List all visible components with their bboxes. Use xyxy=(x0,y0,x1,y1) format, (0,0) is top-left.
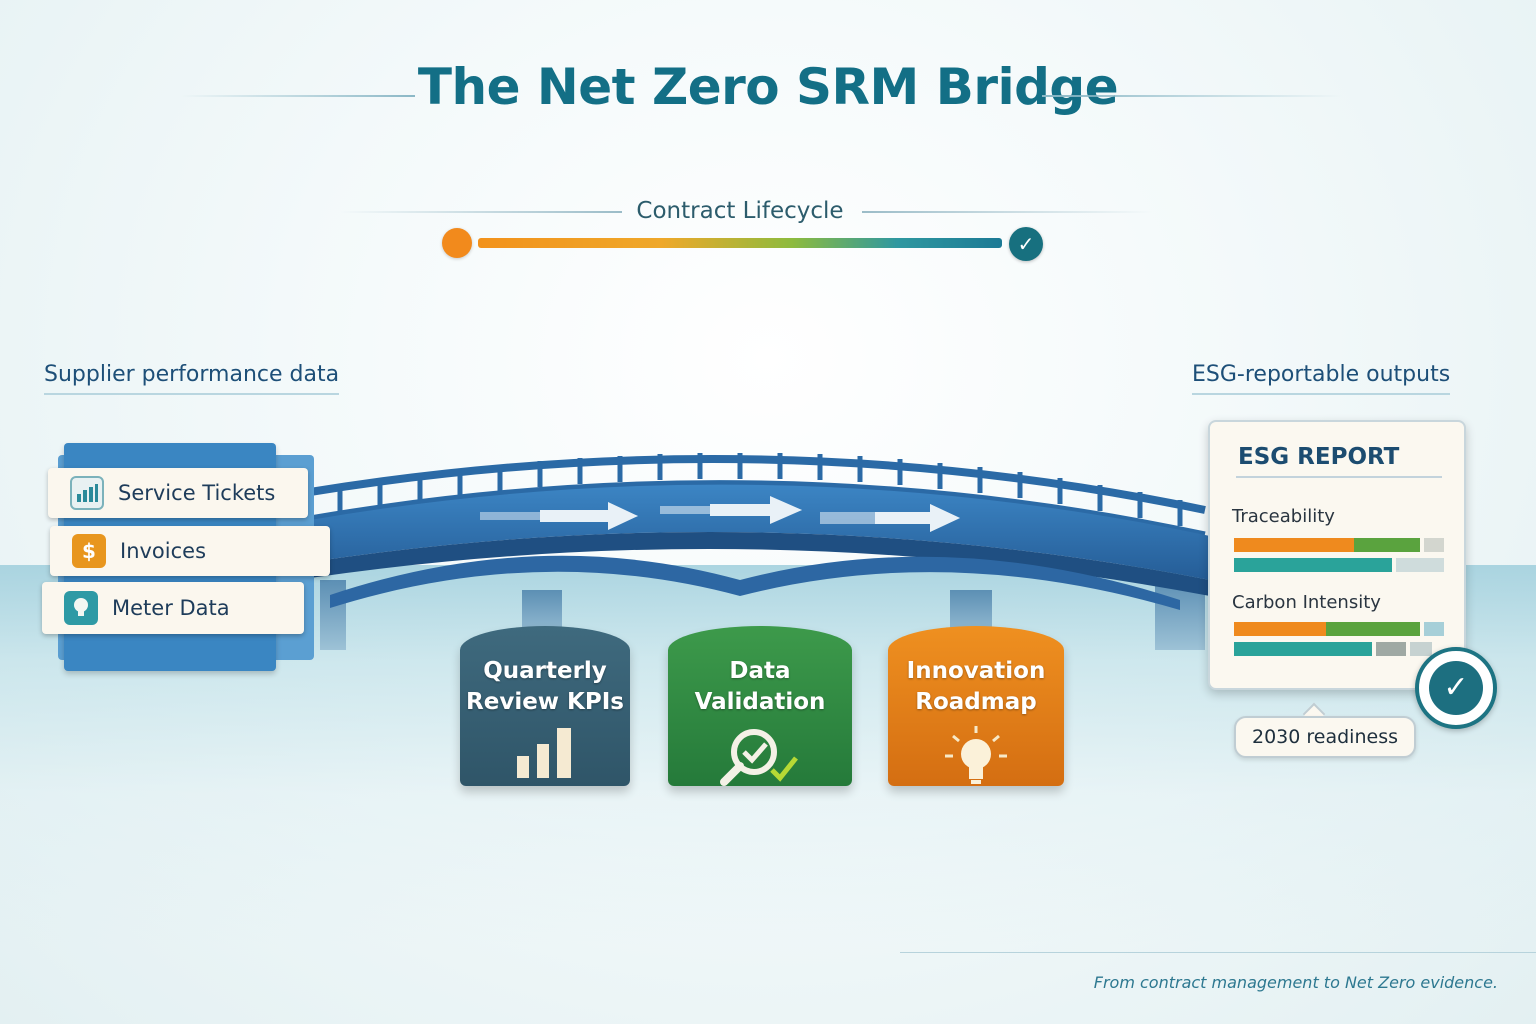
traceability-bar-teal xyxy=(1234,558,1392,572)
carbon-bar-grey xyxy=(1376,642,1406,656)
lifecycle-rule-right xyxy=(862,211,1152,213)
carbon-bar-rest xyxy=(1424,622,1444,636)
data-card-invoices[interactable]: $ Invoices xyxy=(50,526,330,576)
metric-label-carbon-intensity: Carbon Intensity xyxy=(1232,592,1381,613)
carbon-bar-rest2 xyxy=(1410,642,1432,656)
dollar-icon: $ xyxy=(72,534,106,568)
lifecycle-rule-left xyxy=(340,211,622,213)
supplier-data-label: Supplier performance data xyxy=(44,362,340,395)
lifecycle-progress-bar xyxy=(478,238,1002,248)
traceability-bar-green xyxy=(1354,538,1420,552)
bar-chart-icon xyxy=(70,476,104,510)
pillar-title-line1: Data xyxy=(729,658,791,684)
bar-chart-icon xyxy=(517,728,571,778)
carbon-bar-teal xyxy=(1234,642,1372,656)
lifecycle-label: Contract Lifecycle xyxy=(636,198,844,224)
traceability-bar-rest2 xyxy=(1396,558,1444,572)
carbon-bar-green xyxy=(1326,622,1420,636)
pillar-title-line1: Innovation xyxy=(906,658,1046,684)
footer-caption: From contract management to Net Zero evi… xyxy=(1093,973,1498,992)
pillar-title-line1: Quarterly xyxy=(483,658,607,684)
lifecycle-start-dot xyxy=(442,228,472,258)
page-title: The Net Zero SRM Bridge xyxy=(417,58,1119,116)
readiness-badge: 2030 readiness xyxy=(1234,716,1416,758)
pillar-title-line2: Review KPIs xyxy=(466,689,624,715)
check-icon: ✓ xyxy=(1009,227,1043,261)
pillar-title-line2: Roadmap xyxy=(915,689,1037,715)
check-seal-icon: ✓ xyxy=(1415,647,1497,729)
lightbulb-icon xyxy=(64,591,98,625)
data-card-label: Invoices xyxy=(120,539,207,563)
report-title: ESG REPORT xyxy=(1238,444,1400,470)
pillar-title-line2: Validation xyxy=(694,689,826,715)
data-card-label: Meter Data xyxy=(112,596,230,620)
traceability-bar-rest xyxy=(1424,538,1444,552)
data-card-service-tickets[interactable]: Service Tickets xyxy=(48,468,308,518)
magnifier-check-icon xyxy=(720,729,798,786)
title-rule-left xyxy=(180,95,415,97)
report-title-rule xyxy=(1236,476,1442,478)
metric-label-traceability: Traceability xyxy=(1232,506,1335,527)
data-card-meter-data[interactable]: Meter Data xyxy=(42,582,304,634)
footer-rule xyxy=(900,952,1536,953)
esg-outputs-label: ESG-reportable outputs xyxy=(1192,362,1451,395)
lightbulb-icon xyxy=(945,726,1007,784)
carbon-bar-orange xyxy=(1234,622,1326,636)
data-card-label: Service Tickets xyxy=(118,481,276,505)
esg-report-card: ESG REPORT Traceability Carbon Intensity xyxy=(1208,420,1466,690)
traceability-bar-orange xyxy=(1234,538,1354,552)
title-rule-right xyxy=(1042,95,1342,97)
